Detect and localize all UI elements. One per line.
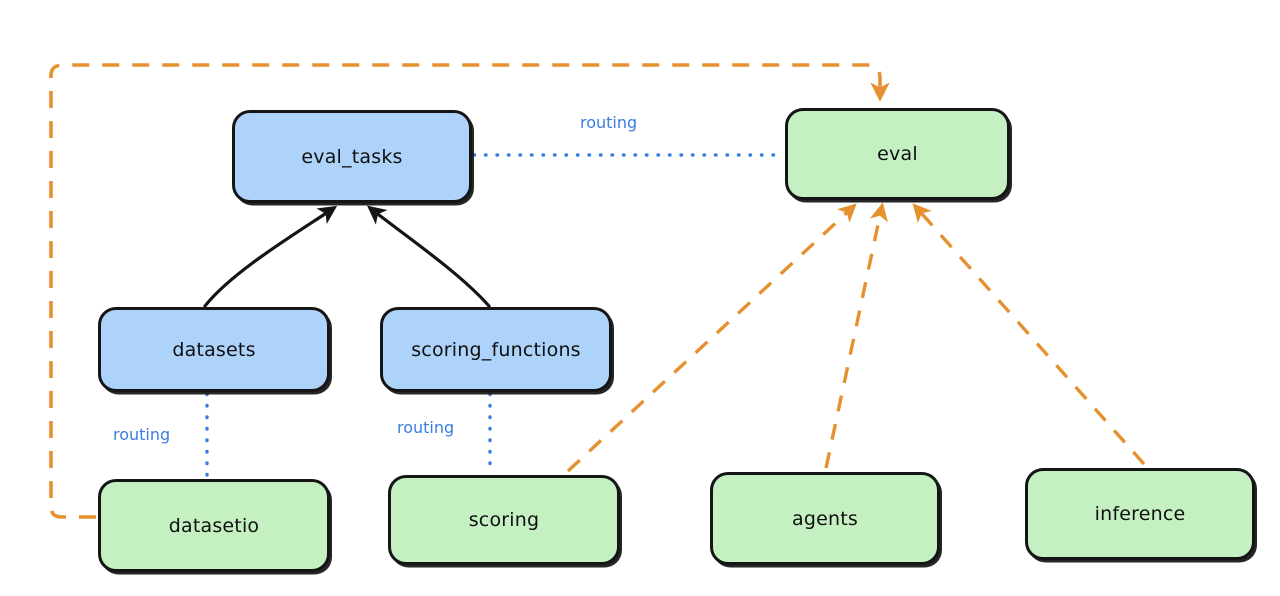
node-datasets[interactable]: datasets bbox=[98, 307, 330, 392]
node-datasets-label: datasets bbox=[172, 338, 256, 361]
node-eval-tasks[interactable]: eval_tasks bbox=[232, 110, 472, 203]
node-scoring-label: scoring bbox=[468, 509, 540, 531]
node-scoring-functions-label: scoring_functions bbox=[411, 338, 581, 361]
edge-datasetio-to-eval bbox=[49, 63, 890, 519]
edge-label-routing-datasets-datasetio: routing bbox=[113, 425, 171, 444]
node-inference-label: inference bbox=[1094, 503, 1186, 525]
edge-scoring-to-eval bbox=[566, 203, 857, 473]
node-agents[interactable]: agents bbox=[710, 472, 940, 565]
node-datasetio-label: datasetio bbox=[168, 514, 260, 537]
node-eval[interactable]: eval bbox=[785, 108, 1010, 200]
node-scoring-functions[interactable]: scoring_functions bbox=[380, 307, 612, 392]
edge-label-routing-eval-tasks-eval: routing bbox=[580, 113, 638, 132]
node-scoring[interactable]: scoring bbox=[388, 475, 620, 565]
node-eval-label: eval bbox=[877, 143, 918, 165]
edge-scoring-functions-to-eval-tasks bbox=[367, 205, 491, 308]
edge-label-routing-scoring-functions-scoring: routing bbox=[397, 418, 455, 437]
edge-datasets-to-eval-tasks bbox=[203, 205, 338, 308]
edge-agents-to-eval bbox=[824, 202, 888, 469]
node-eval-tasks-label: eval_tasks bbox=[301, 145, 403, 168]
node-datasetio[interactable]: datasetio bbox=[98, 479, 330, 572]
edge-inference-to-eval bbox=[912, 203, 1146, 466]
node-agents-label: agents bbox=[792, 507, 858, 530]
node-inference[interactable]: inference bbox=[1025, 468, 1255, 560]
